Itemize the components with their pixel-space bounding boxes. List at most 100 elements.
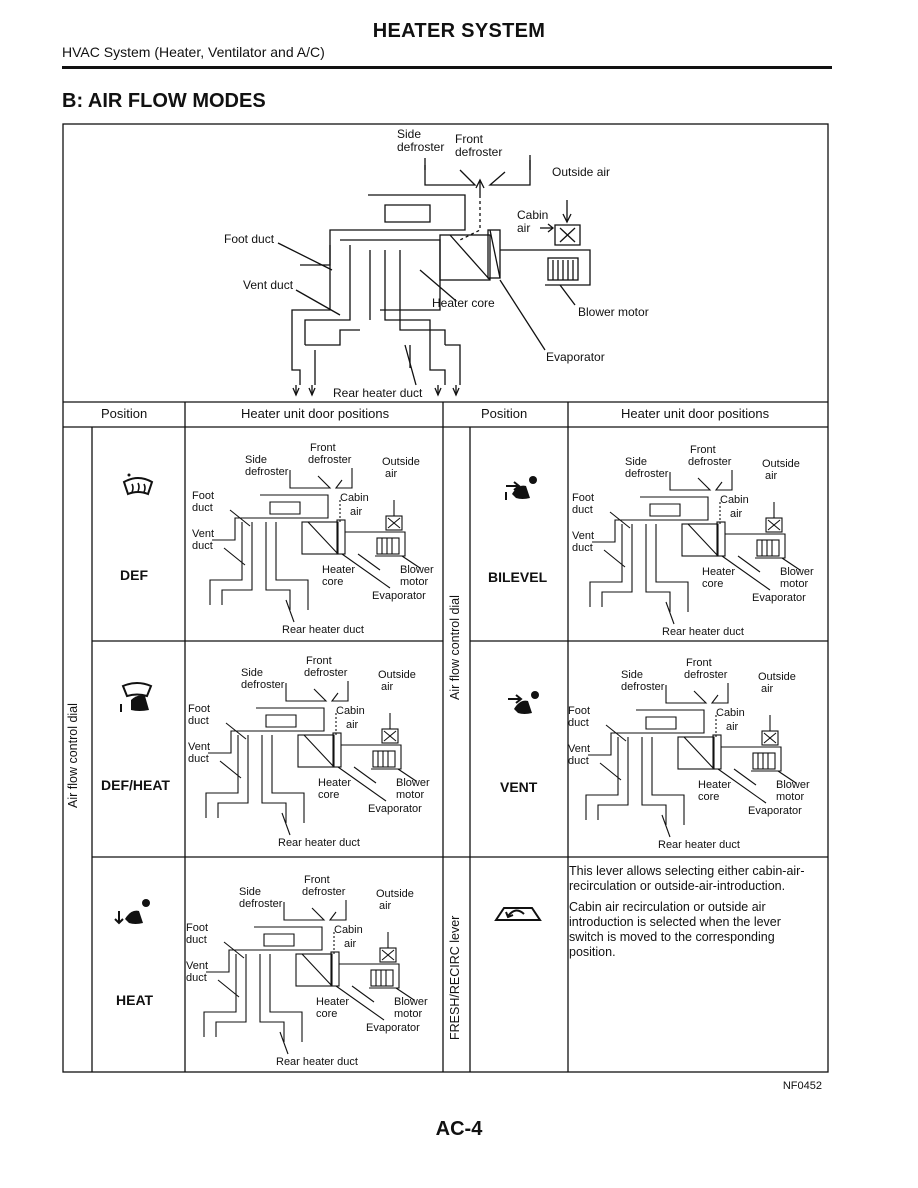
mini-def-heater-label: Heater [322, 564, 356, 576]
lever-note-2: Cabin air recirculation or outside air i… [569, 900, 781, 959]
mini-def-heat-core-label: core [318, 789, 340, 801]
mini-def-motor-label: motor [400, 576, 429, 588]
mini-heat-rear-heater-duct-label: Rear heater duct [276, 1056, 358, 1068]
mini-vent-defroster-label: defroster [684, 669, 728, 681]
mini-def-heat-duct-label: duct [188, 715, 209, 727]
main-foot-duct-label: Foot duct [224, 232, 275, 246]
mini-vent-cabin-label: Cabin [716, 707, 745, 719]
mini-vent-vent-label: Vent [568, 743, 591, 755]
mini-def-evaporator-label: Evaporator [372, 590, 426, 602]
mini-bilevel-duct-label: duct [572, 542, 593, 554]
main-airflow-schematic [277, 155, 591, 397]
page-number: AC-4 [435, 1118, 483, 1140]
col-door-positions-right: Heater unit door positions [621, 406, 770, 421]
mini-bilevel-vent-label: Vent [572, 530, 595, 542]
mini-heat-duct-label: duct [186, 972, 207, 984]
mini-bilevel-cabin-label: Cabin [720, 494, 749, 506]
recirc-lever-icon [494, 907, 542, 921]
mini-vent-duct-label: duct [568, 755, 589, 767]
mode-def: DEF [120, 567, 148, 583]
mini-bilevel-evaporator-label: Evaporator [752, 592, 806, 604]
mini-vent-duct-label: duct [568, 717, 589, 729]
mini-heat-front-label: Front [304, 874, 330, 886]
mini-def-heat-rear-heater-duct-label: Rear heater duct [278, 837, 360, 849]
mini-vent-front-label: Front [686, 657, 712, 669]
mini-heat-duct-label: duct [186, 934, 207, 946]
mode-def-heat: DEF/HEAT [101, 777, 170, 793]
main-outside-air-label: Outside air [552, 165, 611, 179]
mini-def-heat-air-label: air [346, 719, 359, 731]
air-flow-dial-label-right: Air flow control dial [448, 595, 462, 700]
mini-def-duct-label: duct [192, 540, 213, 552]
mini-bilevel-core-label: core [702, 578, 724, 590]
header-rule [62, 66, 832, 69]
mini-vent-side-label: Side [621, 669, 644, 681]
mini-bilevel-defroster-label: defroster [625, 468, 669, 480]
vent-icon [508, 691, 539, 714]
mini-vent-defroster-label: defroster [621, 681, 665, 693]
mini-def-heat-cabin-label: Cabin [336, 705, 365, 717]
mini-vent-air-label: air [761, 683, 774, 695]
mini-schematic-heat [203, 900, 415, 1055]
main-blower-motor-label: Blower motor [578, 305, 649, 319]
mini-vent-blower-label: Blower [776, 779, 810, 791]
mini-vent-foot-label: Foot [568, 705, 591, 717]
mini-vent-rear-heater-duct-label: Rear heater duct [658, 839, 740, 851]
fresh-recirc-lever-label: FRESH/RECIRC lever [448, 915, 462, 1040]
col-position-left: Position [101, 406, 148, 421]
mini-def-heat-air-label: air [381, 681, 394, 693]
mini-heat-vent-label: Vent [186, 960, 209, 972]
mini-def-heat-vent-label: Vent [188, 741, 211, 753]
mini-def-rear-heater-duct-label: Rear heater duct [282, 624, 364, 636]
mini-def-heat-blower-label: Blower [396, 777, 430, 789]
mini-def-heat-foot-label: Foot [188, 703, 211, 715]
main-evaporator-label: Evaporator [546, 350, 605, 364]
mini-def-cabin-label: Cabin [340, 492, 369, 504]
mini-heat-defroster-label: defroster [302, 886, 346, 898]
mini-heat-evaporator-label: Evaporator [366, 1022, 420, 1034]
page-header-title: HEATER SYSTEM [372, 20, 546, 42]
col-position-right: Position [481, 406, 528, 421]
mini-vent-outside-label: Outside [758, 671, 796, 683]
mini-heat-cabin-label: Cabin [334, 924, 363, 936]
mini-schematic-def [209, 468, 421, 623]
mode-vent: VENT [500, 779, 538, 795]
mini-def-front-label: Front [310, 442, 336, 454]
mini-def-defroster-label: defroster [308, 454, 352, 466]
mini-schematic-vent [585, 683, 797, 838]
mini-def-outside-label: Outside [382, 456, 420, 468]
mini-bilevel-defroster-label: defroster [688, 456, 732, 468]
main-rear-heater-duct-label: Rear heater duct [333, 386, 423, 400]
page-header-subtitle: HVAC System (Heater, Ventilator and A/C) [62, 44, 325, 60]
mini-bilevel-blower-label: Blower [780, 566, 814, 578]
mini-def-vent-label: Vent [192, 528, 215, 540]
mini-heat-side-label: Side [239, 886, 262, 898]
mini-def-heat-motor-label: motor [396, 789, 425, 801]
mini-bilevel-foot-label: Foot [572, 492, 595, 504]
mini-def-heat-defroster-label: defroster [304, 667, 348, 679]
mini-heat-defroster-label: defroster [239, 898, 283, 910]
mini-heat-blower-label: Blower [394, 996, 428, 1008]
lever-note-1: This lever allows selecting either cabin… [569, 864, 805, 893]
mini-bilevel-air-label: air [730, 508, 743, 520]
mini-heat-foot-label: Foot [186, 922, 209, 934]
mini-bilevel-outside-label: Outside [762, 458, 800, 470]
mini-bilevel-side-label: Side [625, 456, 648, 468]
mini-def-heat-front-label: Front [306, 655, 332, 667]
mini-bilevel-rear-heater-duct-label: Rear heater duct [662, 626, 744, 638]
mini-def-heat-duct-label: duct [188, 753, 209, 765]
mini-bilevel-front-label: Front [690, 444, 716, 456]
mini-def-heat-defroster-label: defroster [241, 679, 285, 691]
def-icon [122, 473, 154, 496]
mini-heat-air-label: air [379, 900, 392, 912]
mini-heat-motor-label: motor [394, 1008, 423, 1020]
mini-bilevel-air-label: air [765, 470, 778, 482]
mini-def-foot-label: Foot [192, 490, 215, 502]
mini-heat-outside-label: Outside [376, 888, 414, 900]
col-door-positions-left: Heater unit door positions [241, 406, 390, 421]
mini-vent-core-label: core [698, 791, 720, 803]
